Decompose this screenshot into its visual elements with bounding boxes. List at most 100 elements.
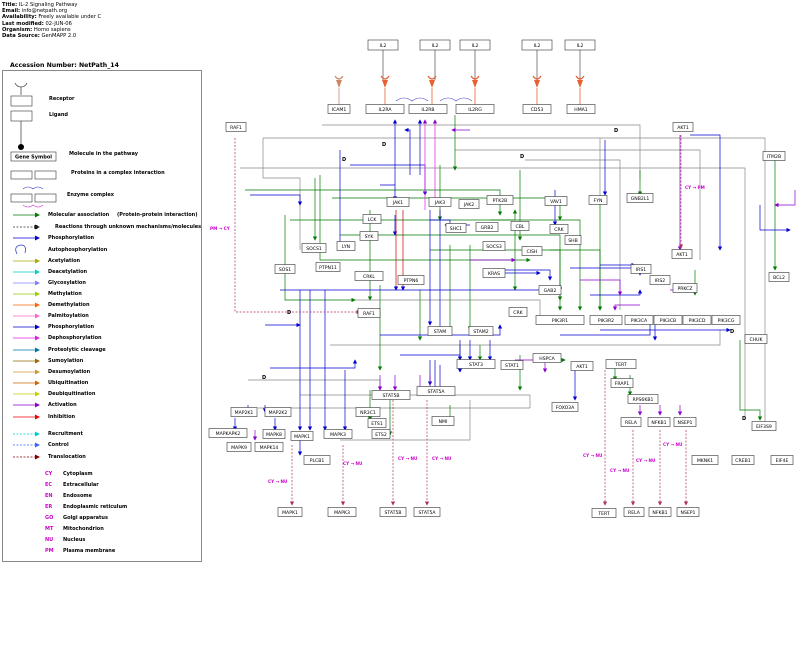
- molecule-node: NFKB1: [648, 507, 672, 517]
- organism-line: Organism: Homo sapiens: [2, 26, 71, 33]
- pathway-edge: [263, 137, 766, 425]
- molecule-node: BCL2: [768, 272, 790, 282]
- svg-text:SYK: SYK: [365, 234, 375, 240]
- molecule-node: CD53: [522, 104, 552, 114]
- molecule-node: SOCS1: [301, 243, 327, 253]
- svg-text:FYN: FYN: [594, 198, 603, 204]
- svg-text:CISH: CISH: [527, 249, 538, 255]
- receptor-symbol: [470, 75, 480, 80]
- svg-text:HSPCA: HSPCA: [539, 356, 555, 362]
- pathway-edge: [500, 269, 553, 281]
- svg-text:STAT5A: STAT5A: [418, 510, 436, 516]
- translocation-label: CY → NU: [610, 468, 630, 473]
- unknown-mechanism-marker: D: [262, 375, 266, 381]
- molecule-node: CRKL: [354, 271, 384, 281]
- svg-text:IL2RG: IL2RG: [468, 107, 482, 113]
- legend-item-label: Sumoylation: [48, 358, 84, 364]
- legend-item-label: Translocation: [48, 454, 86, 460]
- pathway-edge: [319, 175, 531, 263]
- svg-text:IL2: IL2: [472, 43, 479, 49]
- legend-arrow-head: [35, 358, 40, 364]
- svg-text:GAB2: GAB2: [544, 288, 557, 294]
- legend-arrow-head: [35, 313, 40, 319]
- svg-text:CD53: CD53: [531, 107, 544, 113]
- modified-line: Last modified: 02-JUN-06: [2, 20, 72, 27]
- pathway-edge: [380, 184, 398, 201]
- molecule-node: PLCB1: [303, 455, 331, 465]
- legend-location-code: GO: [45, 515, 54, 521]
- legend-location-code: PM: [45, 548, 54, 554]
- pathway-header: Title: IL-2 Signaling Pathway Email: inf…: [2, 2, 101, 39]
- molecule-node: IL2RG: [455, 104, 495, 114]
- pathway-edge: [570, 267, 643, 276]
- svg-text:PIK3CA: PIK3CA: [631, 318, 648, 324]
- legend-item-label: Proteins in a complex interaction: [71, 170, 165, 176]
- svg-text:HMA1: HMA1: [574, 107, 588, 113]
- legend-arrow-head: [35, 280, 40, 286]
- legend-arrow-head: [35, 414, 40, 420]
- pathway-edge: [270, 359, 358, 369]
- legend-arrow-head: [35, 380, 40, 386]
- legend-item-label: Deacetylation: [48, 269, 88, 275]
- pathway-edge: [322, 124, 641, 180]
- translocation-label: CY → PM: [685, 185, 705, 190]
- molecule-node: MAPK3: [323, 429, 353, 439]
- legend-item-label: Molecular association: [48, 212, 110, 218]
- legend-item-label: Phosphorylation: [48, 324, 95, 330]
- ligand-node: IL2: [564, 39, 596, 51]
- svg-text:MAPK8: MAPK8: [266, 432, 282, 438]
- svg-text:SHC1: SHC1: [450, 226, 463, 232]
- svg-text:PRKCZ: PRKCZ: [677, 286, 692, 292]
- legend-item-label: Ubiquitination: [48, 380, 89, 386]
- svg-text:PTPN11: PTPN11: [319, 265, 337, 271]
- legend-location-name: Nucleus: [63, 537, 86, 543]
- svg-text:IRS2: IRS2: [655, 278, 665, 284]
- receptor-symbol-body: [577, 80, 583, 88]
- pathway-edge: [300, 394, 531, 408]
- translocation-label: CY → NU: [268, 479, 288, 484]
- pathway-edge: [612, 304, 640, 311]
- legend-location-name: Endoplasmic reticulum: [63, 504, 128, 510]
- molecule-node: SYK: [359, 231, 379, 241]
- molecule-node: IL2RB: [408, 104, 448, 114]
- molecule-node: FYN: [588, 195, 608, 205]
- receptor-symbol-body: [336, 80, 342, 88]
- receptor-symbol-body: [472, 80, 478, 88]
- pathway-edge: [590, 289, 643, 296]
- receptor-symbol-body: [382, 80, 388, 88]
- legend-item-label: Inhibition: [48, 414, 76, 420]
- svg-text:PIK3R2: PIK3R2: [598, 318, 614, 324]
- molecule-node: STAT5A: [416, 386, 456, 396]
- legend-item-label: Reactions through unknown mechanisms/mol…: [55, 224, 202, 230]
- receptor-symbol: [334, 75, 344, 80]
- molecule-node: CREB1: [731, 455, 755, 465]
- svg-text:IL2: IL2: [432, 43, 439, 49]
- pathway-edge: [455, 149, 701, 260]
- molecule-node: SHB: [564, 235, 582, 245]
- molecule-node: NMI: [431, 416, 455, 426]
- pathway-edge: [245, 189, 503, 216]
- molecule-node: RPS6KB1: [627, 394, 659, 404]
- translocation-label: CY → NU: [663, 442, 683, 447]
- molecule-node: MAPKAPK2: [208, 428, 248, 438]
- svg-text:PIK3CG: PIK3CG: [718, 318, 735, 324]
- svg-text:MAPKAPK2: MAPKAPK2: [216, 431, 241, 437]
- svg-text:NSEP1: NSEP1: [678, 420, 693, 426]
- legend-item-label: Receptor: [49, 96, 75, 102]
- molecule-node: EIF4E: [770, 455, 794, 465]
- translocation-label: CY → NU: [583, 453, 603, 458]
- legend-location-code: MT: [45, 526, 54, 532]
- pathway-edge: [290, 209, 518, 221]
- unknown-mechanism-marker: D: [342, 157, 346, 163]
- molecule-node: MAP2K1: [230, 407, 258, 417]
- molecule-node: PIK3CB: [653, 315, 683, 325]
- molecule-node: PIK3R1: [535, 315, 585, 325]
- legend-item-label: Proteolytic cleavage: [48, 347, 106, 353]
- legend-item-label: Phosphorylation: [48, 235, 95, 241]
- molecule-node: JAK1: [386, 197, 410, 207]
- molecule-node: NSEP1: [673, 417, 697, 427]
- legend-location-name: Plasma membrane: [63, 548, 116, 554]
- svg-text:TERT: TERT: [597, 511, 610, 517]
- legend-item-label: Enzyme complex: [67, 192, 115, 198]
- legend-item-label: Ligand: [49, 112, 68, 118]
